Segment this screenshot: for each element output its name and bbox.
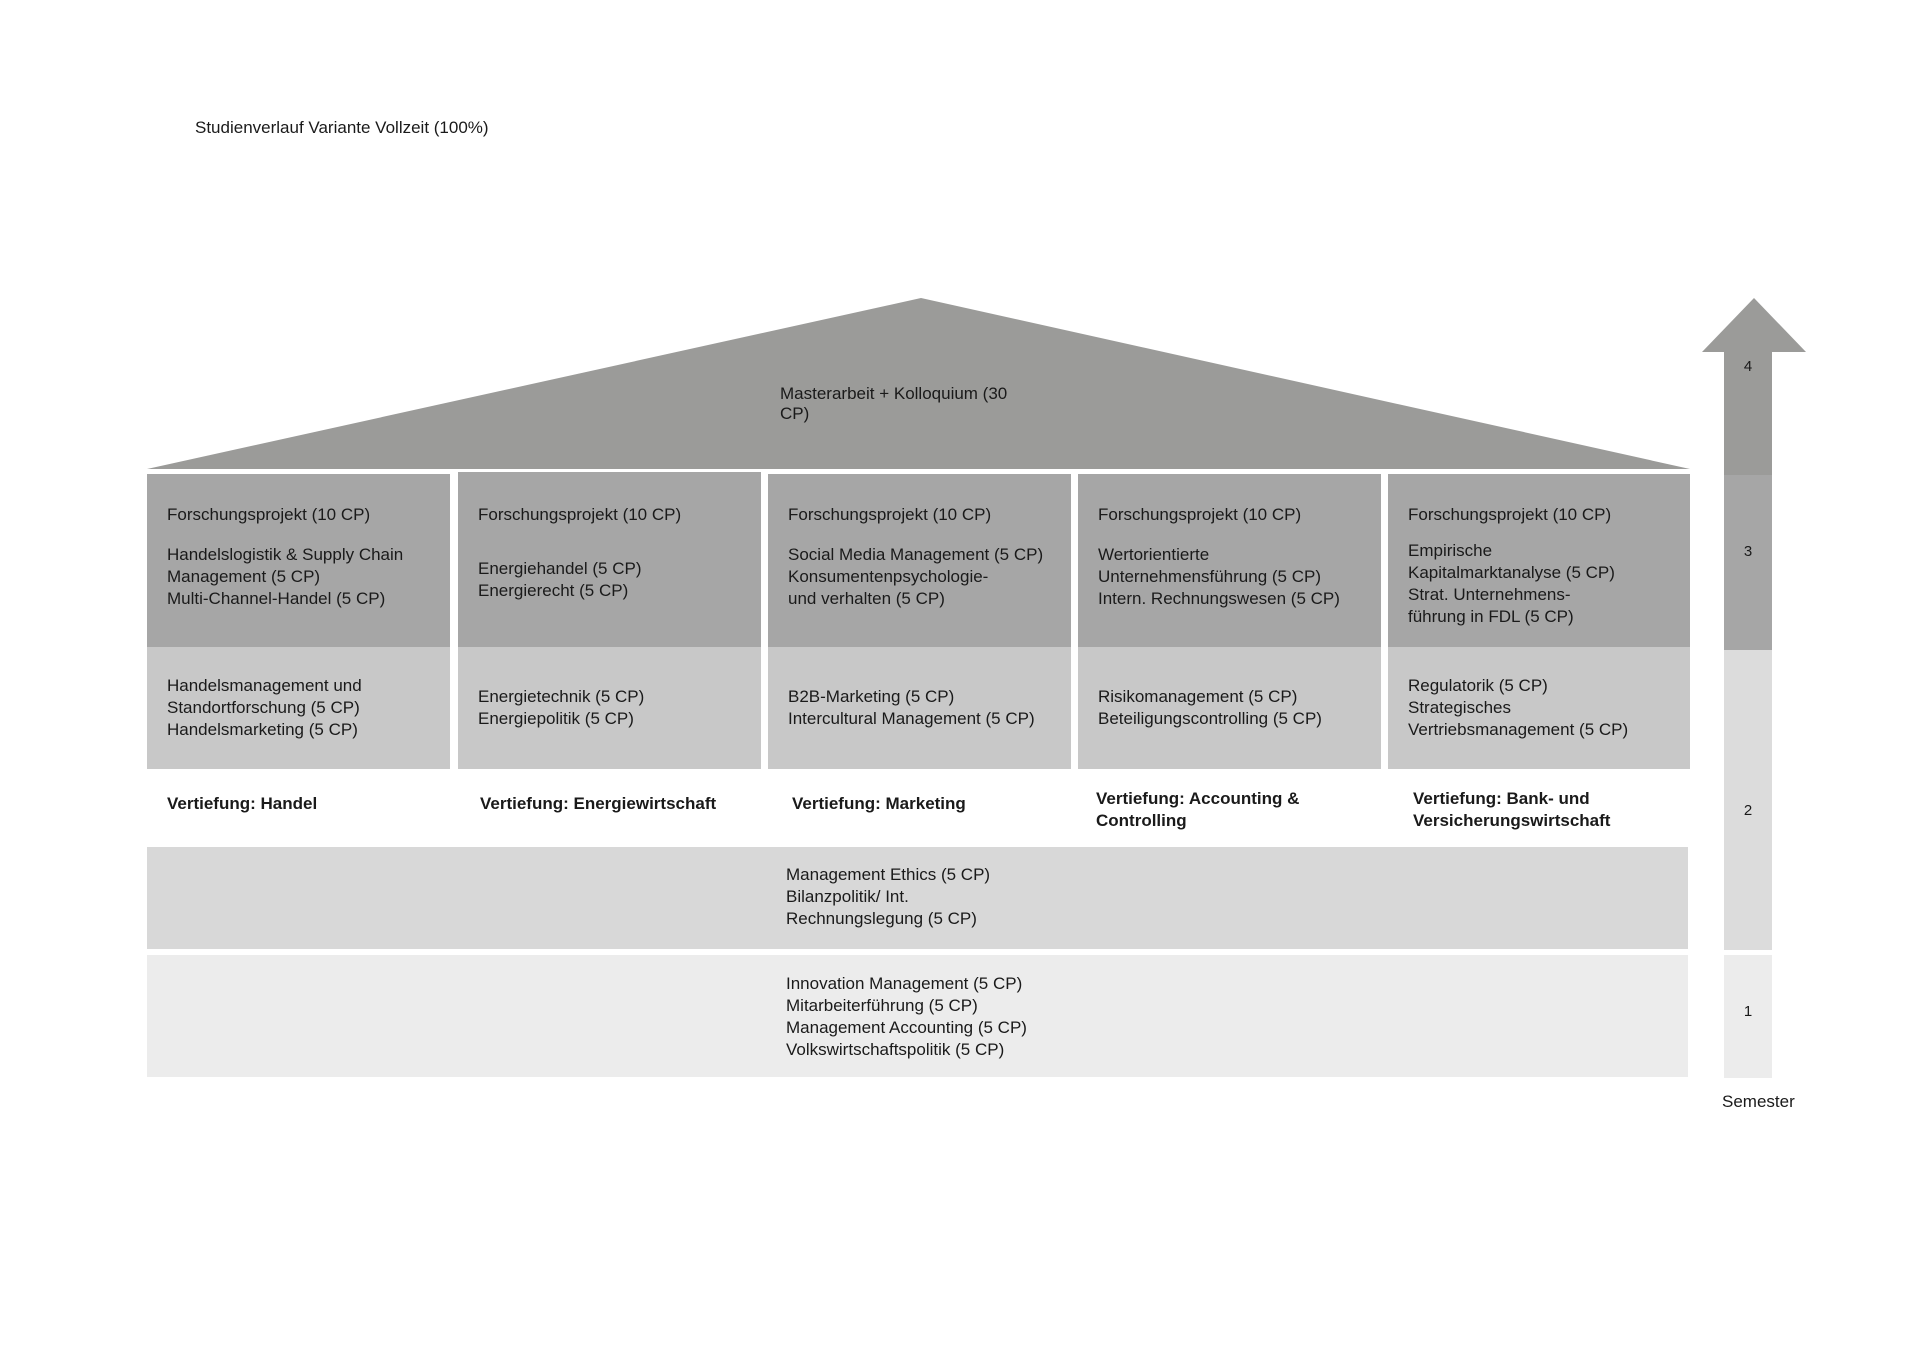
module-line: Forschungsprojekt (10 CP) xyxy=(788,505,992,524)
vertiefung-label-energiewirtschaft: Vertiefung: Energiewirtschaft xyxy=(480,793,716,815)
module-line: Forschungsprojekt (10 CP) xyxy=(1408,505,1612,524)
module-line: Vertriebsmanagement (5 CP) xyxy=(1408,720,1629,739)
module-line: Risikomanagement (5 CP) xyxy=(1098,687,1298,706)
vertiefung-line: Vertiefung: Marketing xyxy=(792,794,966,813)
vertiefung-label-bank: Vertiefung: Bank- und Versicherungswirts… xyxy=(1413,788,1610,832)
module-line: Forschungsprojekt (10 CP) xyxy=(478,505,682,524)
semester-number-4: 4 xyxy=(1743,358,1753,375)
module-line: Handelslogistik & Supply Chain xyxy=(167,545,404,564)
semester-1-segment xyxy=(1724,955,1772,1078)
module-line: Energietechnik (5 CP) xyxy=(478,687,645,706)
module-line: und verhalten (5 CP) xyxy=(788,589,945,608)
vertiefung-label-marketing: Vertiefung: Marketing xyxy=(792,793,966,815)
module-line: Intern. Rechnungswesen (5 CP) xyxy=(1098,589,1340,608)
module-line: Energiehandel (5 CP) xyxy=(478,559,642,578)
module-line: Konsumentenpsychologie- xyxy=(788,567,989,586)
vertiefung-label-accounting: Vertiefung: Accounting & Controlling xyxy=(1096,788,1299,832)
semester-number-3: 3 xyxy=(1743,543,1753,560)
module-line: Energierecht (5 CP) xyxy=(478,581,629,600)
semester2-band: Management Ethics (5 CP) Bilanzpolitik/ … xyxy=(147,847,1688,949)
vertiefung-line: Controlling xyxy=(1096,811,1187,830)
semester-arrow-head xyxy=(1702,298,1806,352)
vertiefung-label-handel: Vertiefung: Handel xyxy=(167,793,317,815)
module-line: Empirische xyxy=(1408,541,1493,560)
module-line: Management (5 CP) xyxy=(167,567,321,586)
module-line: Energiepolitik (5 CP) xyxy=(478,709,634,728)
module-line: Innovation Management (5 CP) xyxy=(786,974,1023,993)
roof-diagram xyxy=(147,298,1806,475)
column-energiewirtschaft-upper: Forschungsprojekt (10 CP) Energiehandel … xyxy=(458,472,761,647)
column-bank-upper: Forschungsprojekt (10 CP) Empirische Kap… xyxy=(1388,474,1690,647)
column-accounting-upper: Forschungsprojekt (10 CP) Wertorientiert… xyxy=(1078,474,1381,647)
column-accounting-lower: Risikomanagement (5 CP) Beteiligungscont… xyxy=(1078,647,1381,769)
vertiefung-line: Versicherungswirtschaft xyxy=(1413,811,1611,830)
semester-axis-label: Semester xyxy=(1722,1092,1795,1111)
module-line: Standortforschung (5 CP) xyxy=(167,698,360,717)
module-line: Handelsmanagement und xyxy=(167,676,362,695)
vertiefung-line: Vertiefung: Accounting & xyxy=(1096,789,1300,808)
semester-number-1: 1 xyxy=(1743,1003,1753,1020)
semester-2-segment xyxy=(1724,650,1772,950)
module-line: Multi-Channel-Handel (5 CP) xyxy=(167,589,386,608)
column-marketing-lower: B2B-Marketing (5 CP) Intercultural Manag… xyxy=(768,647,1071,769)
module-line: Handelsmarketing (5 CP) xyxy=(167,720,358,739)
module-gap xyxy=(1408,526,1682,540)
semester-arrow-shaft xyxy=(1724,351,1772,475)
vertiefung-line: Vertiefung: Bank- und xyxy=(1413,789,1590,808)
module-line: Social Media Management (5 CP) xyxy=(788,545,1044,564)
module-gap xyxy=(478,526,753,558)
page-title: Studienverlauf Variante Vollzeit (100%) xyxy=(195,118,489,137)
module-line: Wertorientierte xyxy=(1098,545,1210,564)
module-line: Mitarbeiterführung (5 CP) xyxy=(786,996,978,1015)
vertiefung-line: Vertiefung: Energiewirtschaft xyxy=(480,794,717,813)
semester1-band: Innovation Management (5 CP) Mitarbeiter… xyxy=(147,955,1688,1077)
module-line: führung in FDL (5 CP) xyxy=(1408,607,1574,626)
roof-label: Masterarbeit + Kolloquium (30 CP) xyxy=(780,384,1008,423)
module-line: Bilanzpolitik/ Int. xyxy=(786,887,909,906)
column-handel-upper: Forschungsprojekt (10 CP) Handelslogisti… xyxy=(147,474,450,647)
module-line: B2B-Marketing (5 CP) xyxy=(788,687,955,706)
module-gap xyxy=(1098,526,1373,544)
module-line: Forschungsprojekt (10 CP) xyxy=(1098,505,1302,524)
column-marketing-upper: Forschungsprojekt (10 CP) Social Media M… xyxy=(768,474,1071,647)
module-line: Regulatorik (5 CP) xyxy=(1408,676,1548,695)
module-line: Unternehmensführung (5 CP) xyxy=(1098,567,1322,586)
module-line: Beteiligungscontrolling (5 CP) xyxy=(1098,709,1322,728)
module-line: Management Accounting (5 CP) xyxy=(786,1018,1027,1037)
column-handel-lower: Handelsmanagement und Standortforschung … xyxy=(147,647,450,769)
module-gap xyxy=(167,526,442,544)
module-line: Kapitalmarktanalyse (5 CP) xyxy=(1408,563,1615,582)
semester-3-segment xyxy=(1724,475,1772,650)
module-line: Strat. Unternehmens- xyxy=(1408,585,1571,604)
vertiefung-line: Vertiefung: Handel xyxy=(167,794,318,813)
module-line: Forschungsprojekt (10 CP) xyxy=(167,505,371,524)
module-line: Strategisches xyxy=(1408,698,1511,717)
semester-number-2: 2 xyxy=(1743,802,1753,819)
module-gap xyxy=(788,526,1063,544)
module-line: Rechnungslegung (5 CP) xyxy=(786,909,977,928)
module-line: Volkswirtschaftspolitik (5 CP) xyxy=(786,1040,1005,1059)
column-bank-lower: Regulatorik (5 CP) Strategisches Vertrie… xyxy=(1388,647,1690,769)
column-energiewirtschaft-lower: Energietechnik (5 CP) Energiepolitik (5 … xyxy=(458,647,761,769)
module-line: Intercultural Management (5 CP) xyxy=(788,709,1035,728)
roof-triangle xyxy=(147,298,1690,469)
module-line: Management Ethics (5 CP) xyxy=(786,865,991,884)
